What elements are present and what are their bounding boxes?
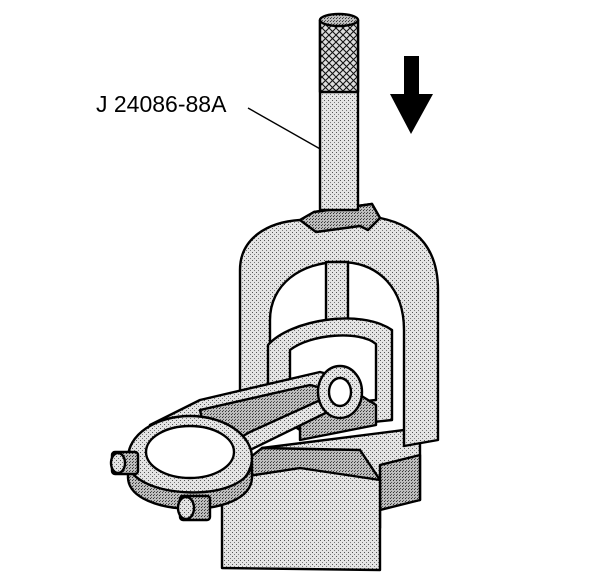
rod-bolt-left [109,450,140,476]
press-plunger [318,12,360,331]
down-arrow-icon [390,56,433,134]
rod-bolt-right [176,494,212,522]
tool-base-block [220,426,422,572]
part-number-label: J 24086-88A [96,91,227,117]
callout-leader-line [247,107,323,151]
